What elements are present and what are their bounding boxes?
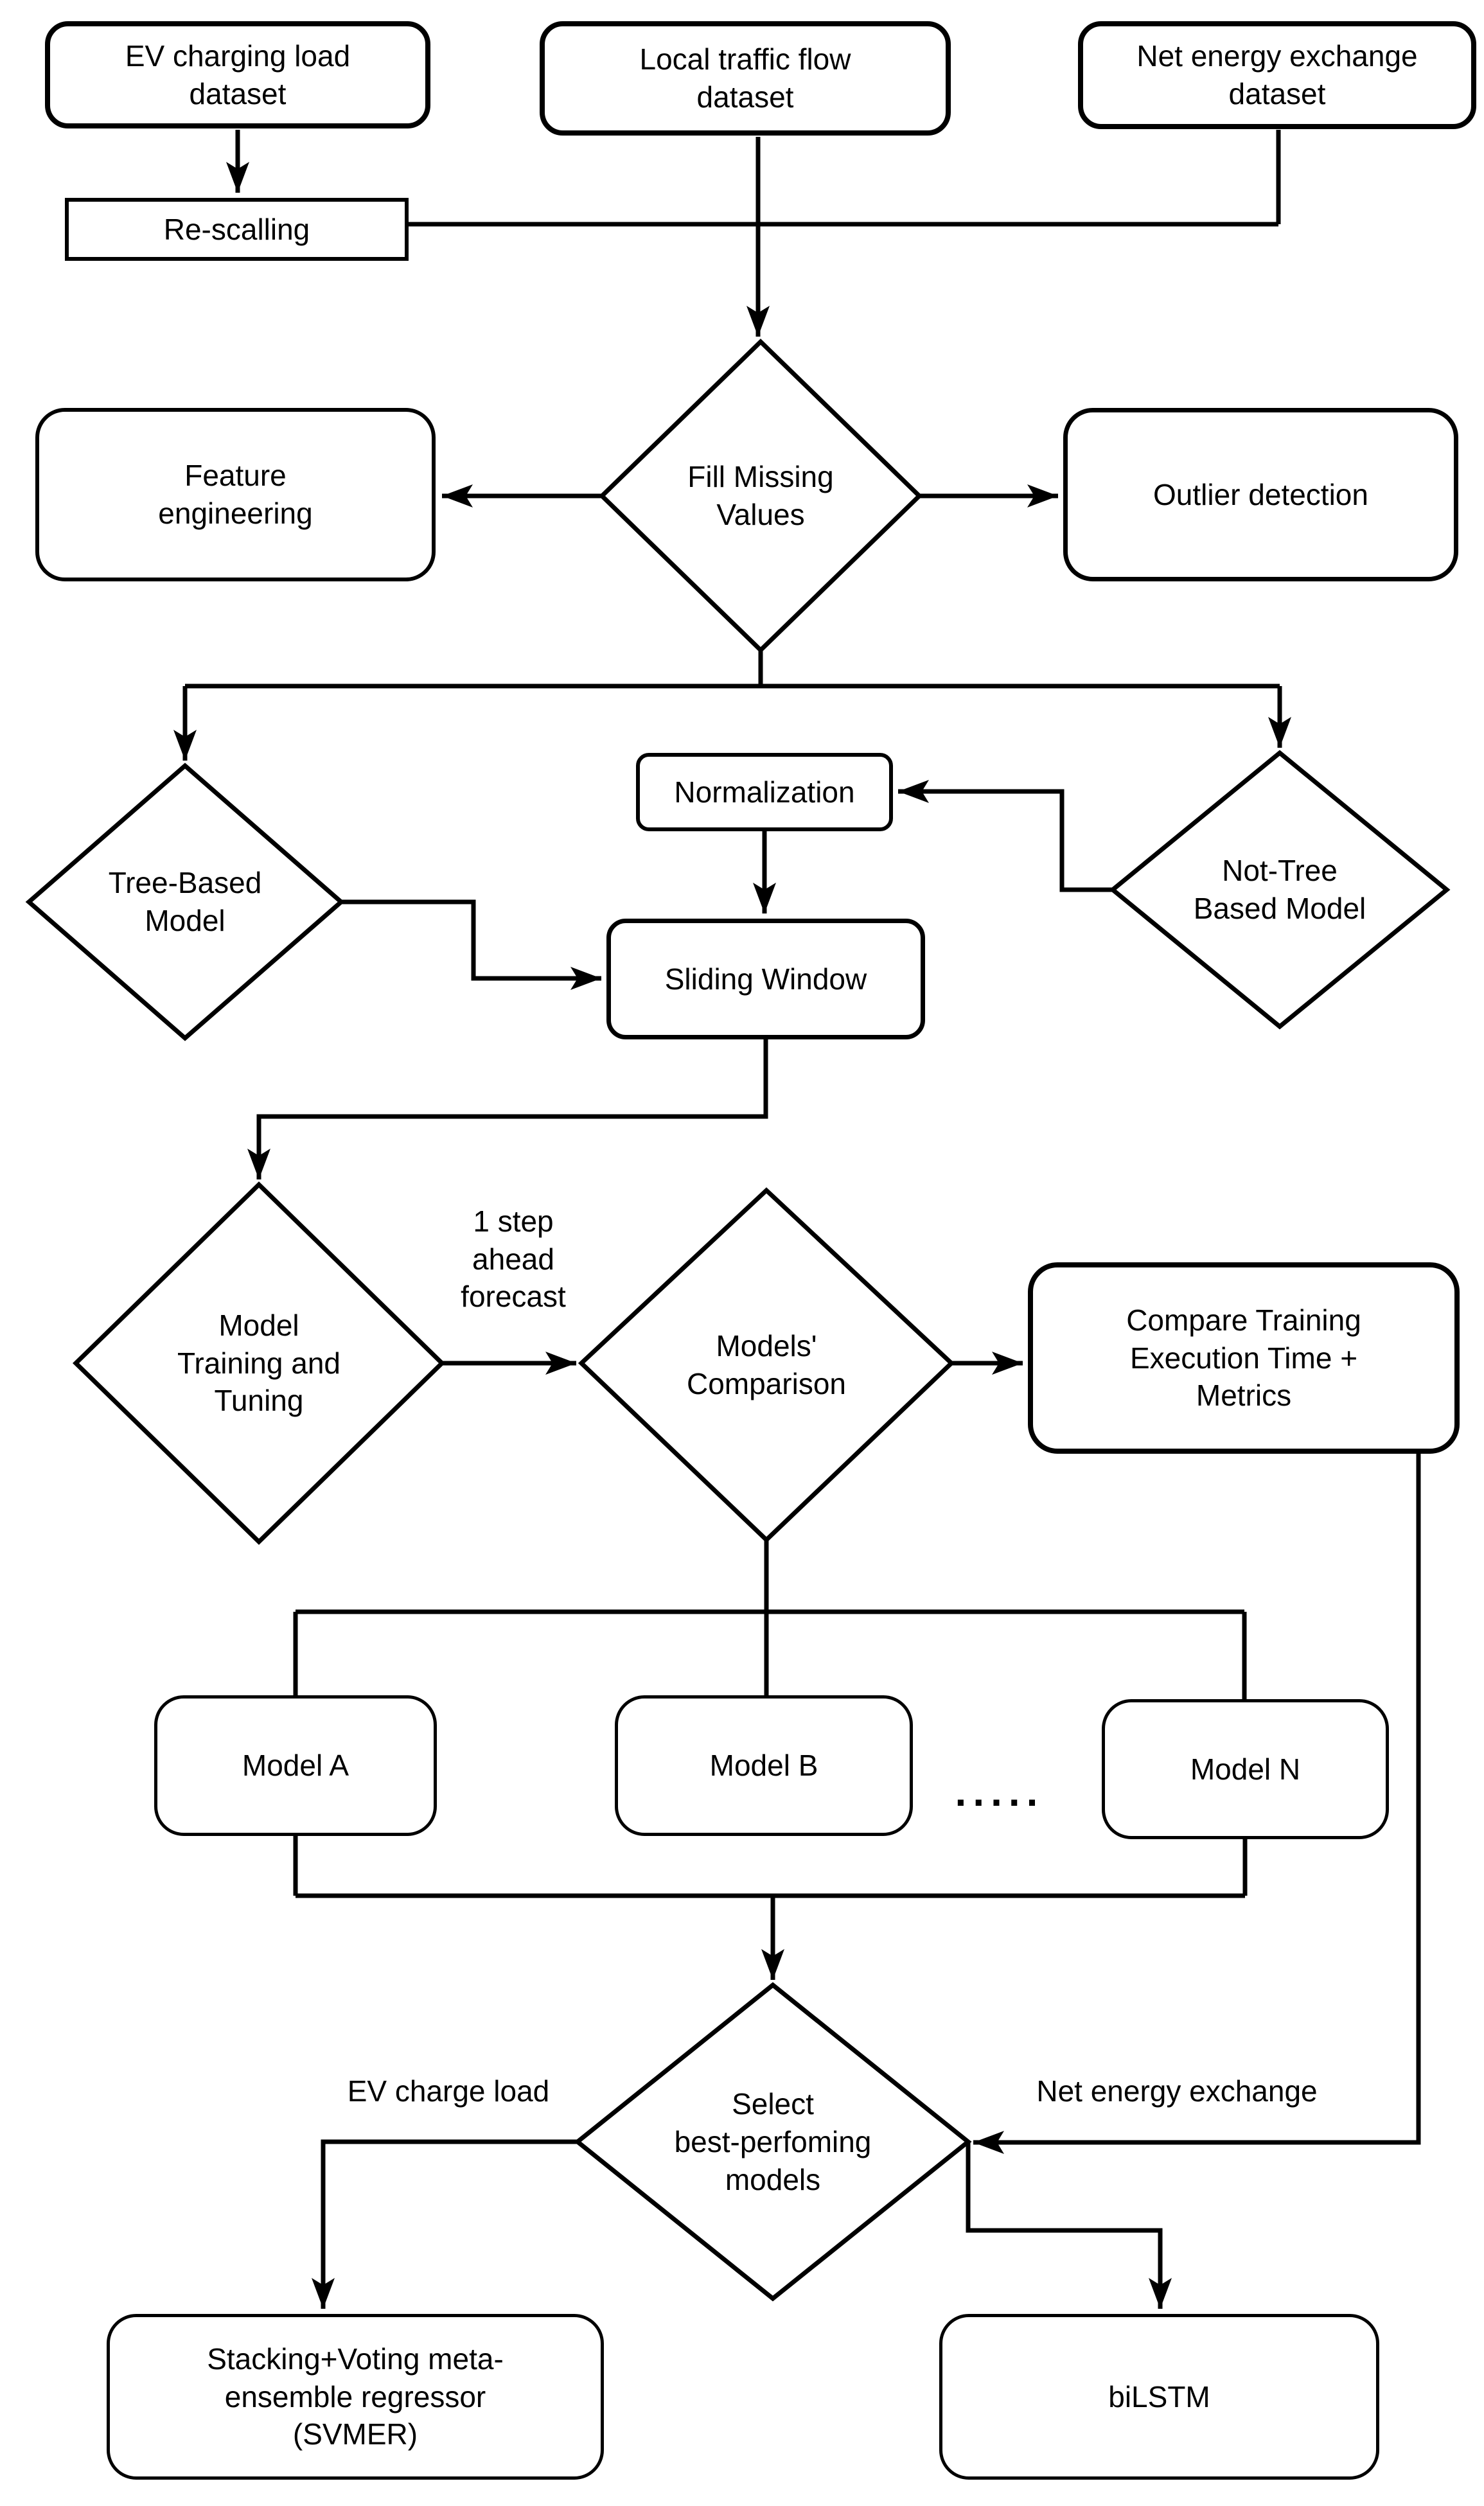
node-model-n: Model N [1102, 1699, 1389, 1839]
diamond-not-tree-based-model [1109, 750, 1451, 1030]
node-svmer: Stacking+Voting meta- ensemble regressor… [107, 2314, 604, 2480]
edge-nottree-to-normalization [898, 780, 1113, 892]
node-model-b: Model B [615, 1695, 913, 1836]
text-model-training-tuning: Model Training and Tuning [177, 1308, 340, 1418]
label-step-ahead-forecast: 1 step ahead forecast [461, 1204, 566, 1314]
text-select-best-models: Select best-perfoming models [674, 2087, 872, 2196]
node-ev-charging-dataset: EV charging load dataset [45, 21, 430, 128]
models-ellipsis: ..... [955, 1769, 1045, 1815]
node-net-energy-dataset: Net energy exchange dataset [1078, 21, 1476, 129]
node-bilstm: biLSTM [939, 2314, 1379, 2480]
diamond-tree-based-model [25, 763, 345, 1041]
text-not-tree-based-model: Not-Tree Based Model [1193, 854, 1366, 925]
edge-compare-box-to-select [973, 1454, 1421, 2154]
diamonds [25, 339, 1451, 2302]
label-net-energy-exchange: Net energy exchange [1036, 2074, 1318, 2108]
text-tree-based-model: Tree-Based Model [108, 866, 262, 937]
diamond-fill-missing-values [598, 339, 923, 653]
edge-tree-to-sliding [341, 899, 601, 990]
diamond-models-comparison [578, 1187, 955, 1543]
diamond-model-training-tuning [72, 1181, 446, 1545]
diamond-select-best-models [574, 1982, 972, 2302]
node-outlier-detection: Outlier detection [1063, 408, 1458, 581]
node-local-traffic-dataset: Local traffic flow dataset [540, 21, 951, 136]
node-model-a: Model A [154, 1695, 437, 1836]
node-sliding-window: Sliding Window [606, 919, 925, 1039]
label-ev-charge-load: EV charge load [347, 2074, 550, 2108]
text-models-comparison: Models' Comparison [687, 1329, 846, 1400]
node-compare-metrics: Compare Training Execution Time + Metric… [1028, 1262, 1460, 1454]
edge-sliding-to-training [247, 1039, 768, 1179]
edge-select-to-bilstm [966, 2142, 1172, 2309]
node-rescaling: Re-scalling [65, 198, 409, 261]
node-feature-engineering: Feature engineering [35, 408, 436, 581]
node-normalization: Normalization [636, 753, 893, 831]
edges [173, 130, 1421, 2309]
text-fill-missing-values: Fill Missing Values [687, 460, 834, 531]
edge-select-to-svmer [312, 2139, 578, 2309]
